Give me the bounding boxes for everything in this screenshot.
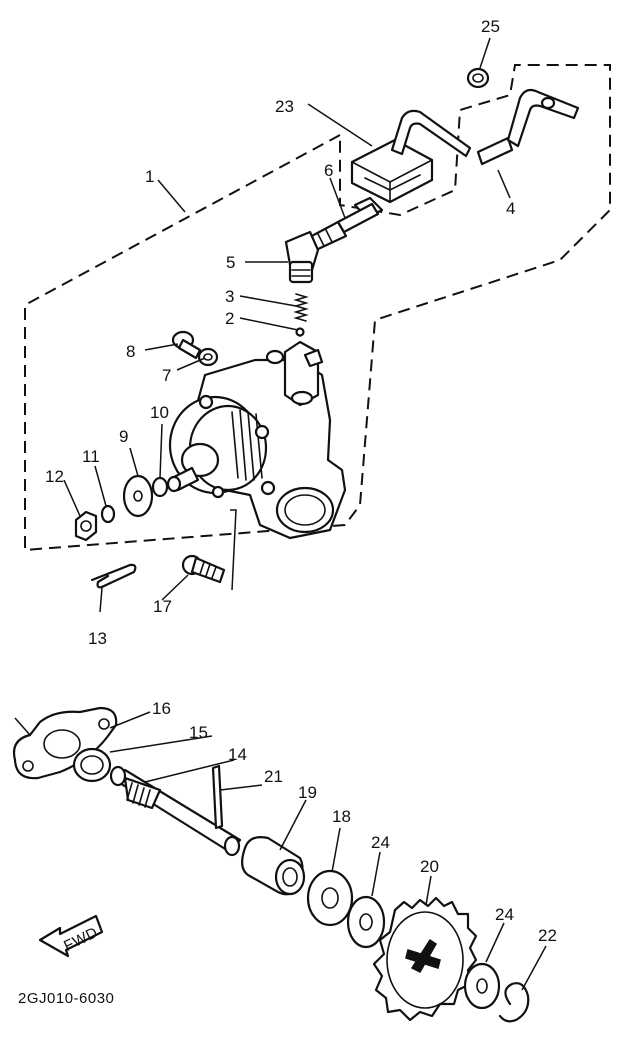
part-7-washer (197, 347, 219, 367)
callout-17: 17 (153, 597, 172, 616)
callout-7: 7 (162, 366, 171, 385)
callout-18: 18 (332, 807, 351, 826)
part-19-collar (241, 836, 306, 896)
part-24-washer-upper (346, 895, 386, 949)
callout-14: 14 (228, 745, 247, 764)
part-9-washer (122, 474, 154, 518)
part-5-elbow (284, 230, 320, 284)
assembly-outline (24, 64, 611, 552)
callout-1: 1 (145, 167, 154, 186)
part-10-oring (151, 476, 169, 498)
callout-15: 15 (189, 723, 208, 742)
callout-22: 22 (538, 926, 557, 945)
callout-25: 25 (481, 17, 500, 36)
callout-8: 8 (126, 342, 135, 361)
callout-5: 5 (226, 253, 235, 272)
callout-21: 21 (264, 767, 283, 786)
part-13-clip (90, 563, 137, 589)
part-2-ball (295, 327, 305, 337)
part-11-lock-washer (100, 504, 116, 524)
part-25-cap (466, 67, 490, 89)
callout-3: 3 (225, 287, 234, 306)
part-14-shaft (109, 765, 242, 857)
part-12-nut (74, 510, 98, 542)
part-23-tank (350, 109, 472, 220)
oil-pump-body (168, 340, 347, 540)
part-24-washer-lower (463, 962, 501, 1010)
callout-4: 4 (506, 199, 515, 218)
part-21-pin (211, 764, 224, 830)
part-22-circlip (498, 982, 530, 1023)
part-20-gear (372, 896, 478, 1022)
leader-lines (14, 37, 547, 991)
part-17-bolt (181, 554, 226, 584)
callout-24-upper: 24 (371, 833, 390, 852)
callout-24-lower: 24 (495, 905, 514, 924)
callout-6: 6 (324, 161, 333, 180)
callout-9: 9 (119, 427, 128, 446)
part-18-spacer (306, 869, 354, 927)
part-3-spring (293, 293, 309, 322)
part-15-oring (72, 747, 112, 783)
callout-20: 20 (420, 857, 439, 876)
part-8-screw (171, 330, 202, 360)
pump-shaft (166, 466, 200, 493)
callout-23: 23 (275, 97, 294, 116)
fwd-arrow-icon (38, 914, 104, 958)
callout-19: 19 (298, 783, 317, 802)
callout-11: 11 (82, 447, 100, 466)
callout-16: 16 (152, 699, 171, 718)
callout-12: 12 (45, 467, 64, 486)
diagram-code: 2GJ010-6030 (18, 990, 114, 1007)
callout-10: 10 (150, 403, 169, 422)
callout-2: 2 (225, 309, 234, 328)
bolt-17-guide-line (230, 509, 237, 591)
part-4-hose (476, 88, 580, 166)
callout-13: 13 (88, 629, 107, 648)
